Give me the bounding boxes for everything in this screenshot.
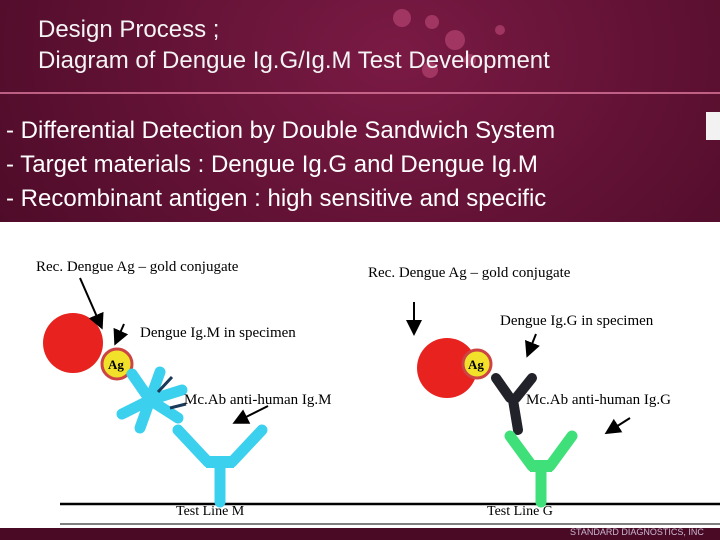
test-line-g-label: Test Line G: [487, 504, 553, 519]
gold-particle-left: [43, 313, 103, 373]
bullet-item: - Differential Detection by Double Sandw…: [6, 117, 556, 144]
anti-igg-capture-antibody: [504, 430, 578, 508]
title-line-2: Diagram of Dengue Ig.G/Ig.M Test Develop…: [38, 47, 550, 74]
anti-igm-capture-antibody: [172, 424, 268, 508]
arrow-specimen-left: [113, 323, 129, 346]
arrow-conjugate-left: [79, 277, 104, 330]
arrow-antibody-right: [604, 417, 631, 435]
ag-label-left: Ag: [108, 357, 124, 372]
gold-particle-right: [417, 338, 477, 398]
specimen-label-right: Dengue Ig.G in specimen: [500, 313, 654, 329]
ag-label-right: Ag: [468, 357, 484, 372]
antibody-label-left: Mc.Ab anti-human Ig.M: [184, 392, 332, 408]
igm-antibody: [116, 366, 188, 434]
antibody-label-right: Mc.Ab anti-human Ig.G: [526, 392, 671, 408]
slide-title: Design Process ; Diagram of Dengue Ig.G/…: [38, 14, 550, 76]
specimen-label-left: Dengue Ig.M in specimen: [140, 325, 296, 341]
bullet-item: - Target materials : Dengue Ig.G and Den…: [6, 151, 538, 178]
title-line-1: Design Process ;: [38, 16, 220, 43]
antigen-badge-right: [461, 348, 493, 380]
footer-company: STANDARD DIAGNOSTICS, INC: [570, 527, 704, 537]
antigen-badge-left: [100, 347, 134, 381]
bullet-list: - Differential Detection by Double Sandw…: [6, 114, 555, 216]
arrow-antibody-left: [232, 405, 269, 424]
test-line-m-label: Test Line M: [176, 504, 245, 519]
sandwich-diagram: Ag Ag: [43, 277, 720, 525]
igg-antibody: [491, 373, 537, 435]
conjugate-label-left: Rec. Dengue Ag – gold conjugate: [36, 259, 239, 275]
conjugate-label-right: Rec. Dengue Ag – gold conjugate: [368, 265, 571, 281]
bullet-item: - Recombinant antigen : high sensitive a…: [6, 185, 547, 212]
arrow-specimen-right: [525, 333, 540, 358]
